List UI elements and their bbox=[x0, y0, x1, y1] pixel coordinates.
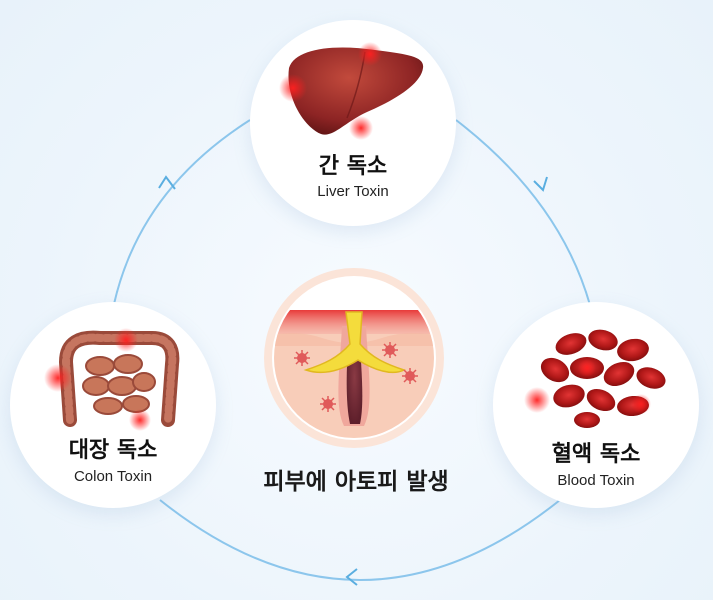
skin-illustration bbox=[264, 268, 444, 448]
blood-cells-illustration bbox=[524, 329, 666, 428]
blood-toxin-subtitle: Blood Toxin bbox=[557, 472, 635, 489]
colon-toxin-subtitle: Colon Toxin bbox=[73, 468, 153, 485]
atopy-occurrence-label: 피부에 아토피 발생 bbox=[263, 469, 449, 495]
skin-cross-section bbox=[262, 266, 446, 450]
liver-illustration bbox=[279, 42, 424, 140]
colon-toxin-node: 대장 독소 Colon Toxin bbox=[10, 302, 216, 508]
blood-toxin-node: 혈액 독소 Blood Toxin bbox=[493, 302, 699, 508]
cycle-arc-colon-to-liver bbox=[113, 119, 251, 305]
liver-toxin-title: 간 독소 bbox=[318, 154, 388, 179]
arrow-head-colon-to-liver bbox=[158, 175, 176, 190]
arrow-head-blood-to-colon bbox=[345, 568, 358, 586]
blood-toxin-title: 혈액 독소 bbox=[551, 442, 641, 467]
liver-toxin-node: 간 독소 Liver Toxin bbox=[250, 20, 456, 226]
colon-illustration bbox=[44, 328, 180, 431]
liver-toxin-subtitle: Liver Toxin bbox=[317, 183, 389, 200]
colon-toxin-title: 대장 독소 bbox=[68, 438, 158, 463]
cycle-arc-blood-to-colon bbox=[159, 499, 561, 581]
arrow-head-liver-to-blood bbox=[533, 176, 548, 192]
cycle-arc-liver-to-blood bbox=[455, 119, 591, 306]
